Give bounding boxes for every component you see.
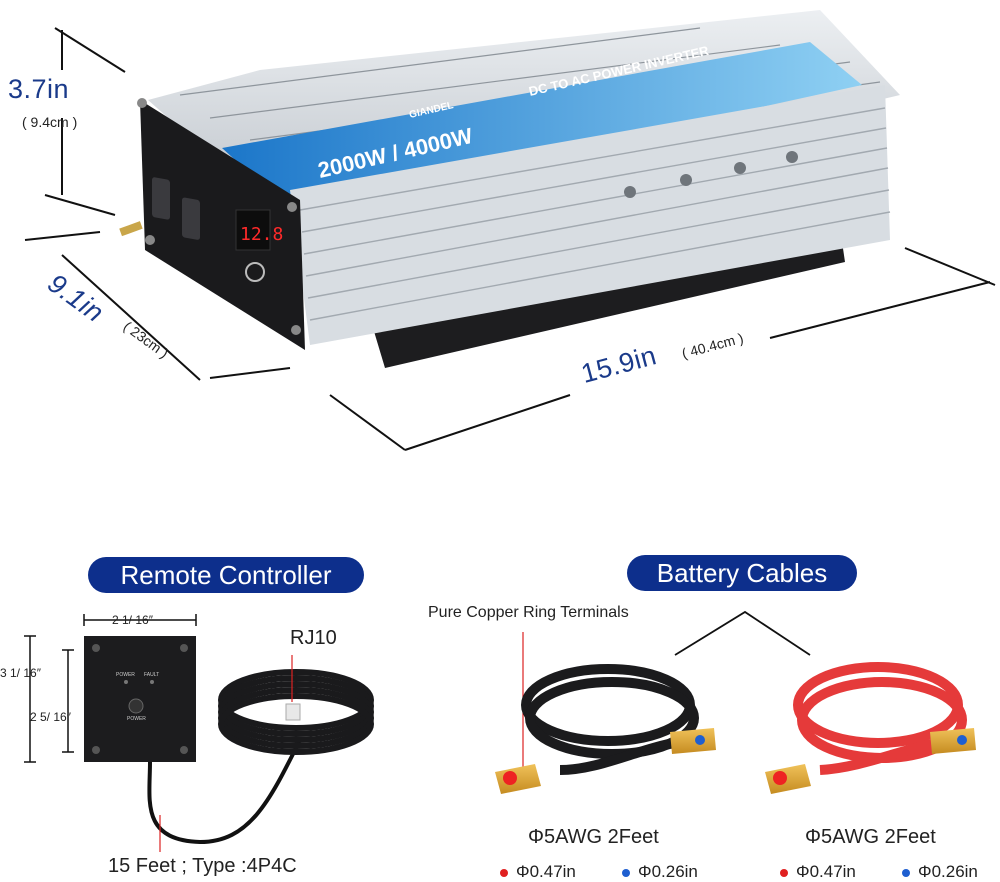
voltage-display-text: 12.8 xyxy=(240,224,283,245)
blue-dot-icon xyxy=(902,868,910,877)
dimension-lines xyxy=(24,27,996,451)
remote-height-inner-label: 2 5/ 16″ xyxy=(30,710,71,724)
red-dot-icon xyxy=(780,868,788,877)
red-dot-icon xyxy=(500,868,508,877)
remote-controller-title: Remote Controller xyxy=(88,557,364,593)
terminal-label: Pure Copper Ring Terminals xyxy=(428,604,629,621)
battery-cables-illustration xyxy=(495,610,976,794)
black-cable-ring-terminal-small-icon xyxy=(670,728,716,754)
remote-width-label: 2 1/ 16″ xyxy=(112,613,153,627)
remote-height-outer-label: 3 1/ 16″ xyxy=(0,666,41,680)
height-cm: ( 9.4cm ) xyxy=(22,114,78,130)
black-cable-ring-terminal-icon xyxy=(495,764,541,794)
red-ring-large-size: Φ0.47in xyxy=(780,862,856,882)
remote-box xyxy=(84,636,196,762)
red-cable-ring-terminal-small-icon xyxy=(930,728,976,754)
fault-led-icon xyxy=(150,680,154,684)
red-cable-spec: Φ5AWG 2Feet xyxy=(805,826,936,848)
height-inches: 3.7in xyxy=(8,74,70,104)
black-ring-large-size: Φ0.47in xyxy=(500,862,576,882)
rj10-label: RJ10 xyxy=(290,627,337,649)
power-led-icon xyxy=(124,680,128,684)
rj10-plug-icon xyxy=(285,703,301,721)
black-ring-small-size: Φ0.26in xyxy=(622,862,698,882)
remote-power-led-label: POWER xyxy=(116,672,135,678)
inverter-body: 2000W / 4000W DC TO AC POWER INVERTER GI… xyxy=(119,10,900,368)
remote-power-button-icon xyxy=(128,698,144,714)
power-button-icon xyxy=(245,262,265,282)
remote-illustration xyxy=(24,614,374,852)
voltage-display xyxy=(235,209,271,251)
red-ring-small-size: Φ0.26in xyxy=(902,862,978,882)
remote-cable xyxy=(147,739,302,845)
battery-cables-title: Battery Cables xyxy=(627,555,857,591)
black-cable-spec: Φ5AWG 2Feet xyxy=(528,826,659,848)
remote-button-label: POWER xyxy=(127,716,146,722)
remote-fault-led-label: FAULT xyxy=(144,672,160,678)
ground-terminal xyxy=(119,221,143,237)
blue-dot-icon xyxy=(622,868,630,877)
remote-cable-spec: 15 Feet ; Type :4P4C xyxy=(108,855,297,877)
red-cable-ring-terminal-icon xyxy=(765,764,811,794)
